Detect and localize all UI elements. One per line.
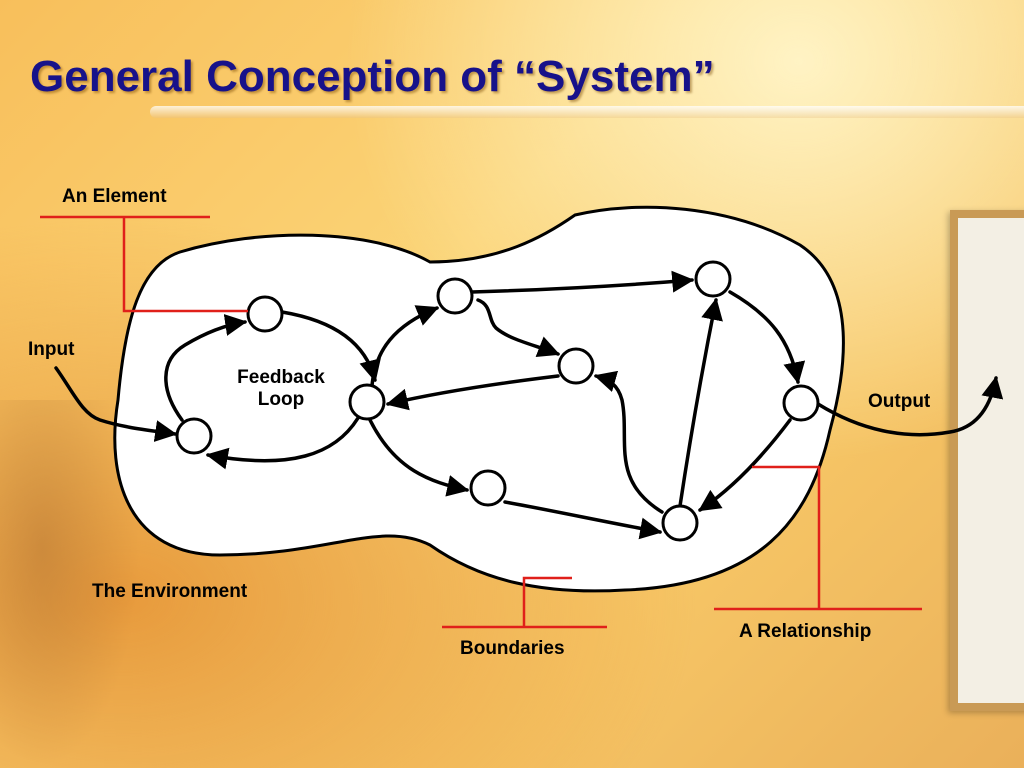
page-title: General Conception of “System” (30, 52, 715, 101)
system-boundary (113, 205, 845, 593)
arrow-input (54, 366, 178, 442)
label-boundaries: Boundaries (460, 638, 565, 659)
callout-relationship-line (714, 465, 922, 611)
callout-boundaries-line (442, 576, 607, 629)
arrow-element-center-to-left (205, 416, 360, 470)
element-node-top (246, 295, 284, 333)
arrow-bottom-to-mid (593, 370, 664, 514)
arrow-element-left-to-top (164, 314, 248, 422)
element-node-bottom (661, 504, 699, 542)
arrow-lower-to-bottom (503, 500, 663, 540)
label-a-relationship: A Relationship (739, 621, 872, 642)
arrow-element-top-to-center (280, 310, 381, 383)
element-node-left (175, 417, 213, 455)
arrow-output (816, 375, 1004, 437)
element-node-right (782, 384, 820, 422)
arrow-topright-to-right (728, 290, 806, 385)
element-node-mid (557, 347, 595, 385)
label-feedback-line2: Loop (257, 389, 305, 410)
arrow-upper-to-topright (470, 270, 695, 294)
label-input: Input (28, 339, 75, 360)
background-whiteboard (950, 210, 1024, 711)
arrow-mid-to-center (385, 374, 560, 411)
arrow-right-to-bottom (698, 418, 792, 512)
label-the-environment: The Environment (92, 581, 248, 602)
element-node-center (348, 383, 386, 421)
arrow-bottom-to-topright (678, 297, 723, 508)
arrow-center-to-upper (370, 305, 440, 388)
element-node-upper (436, 277, 474, 315)
label-feedback-loop: Feedback Loop (222, 367, 340, 411)
arrow-upper-to-mid (476, 298, 561, 358)
label-output: Output (868, 391, 931, 412)
title-underline-bar (150, 106, 1024, 118)
label-feedback-line1: Feedback (237, 367, 325, 388)
arrow-center-to-lower (368, 418, 470, 497)
callout-element-line (40, 215, 248, 313)
element-node-topright (694, 260, 732, 298)
element-node-lower (469, 469, 507, 507)
label-an-element: An Element (62, 186, 167, 207)
